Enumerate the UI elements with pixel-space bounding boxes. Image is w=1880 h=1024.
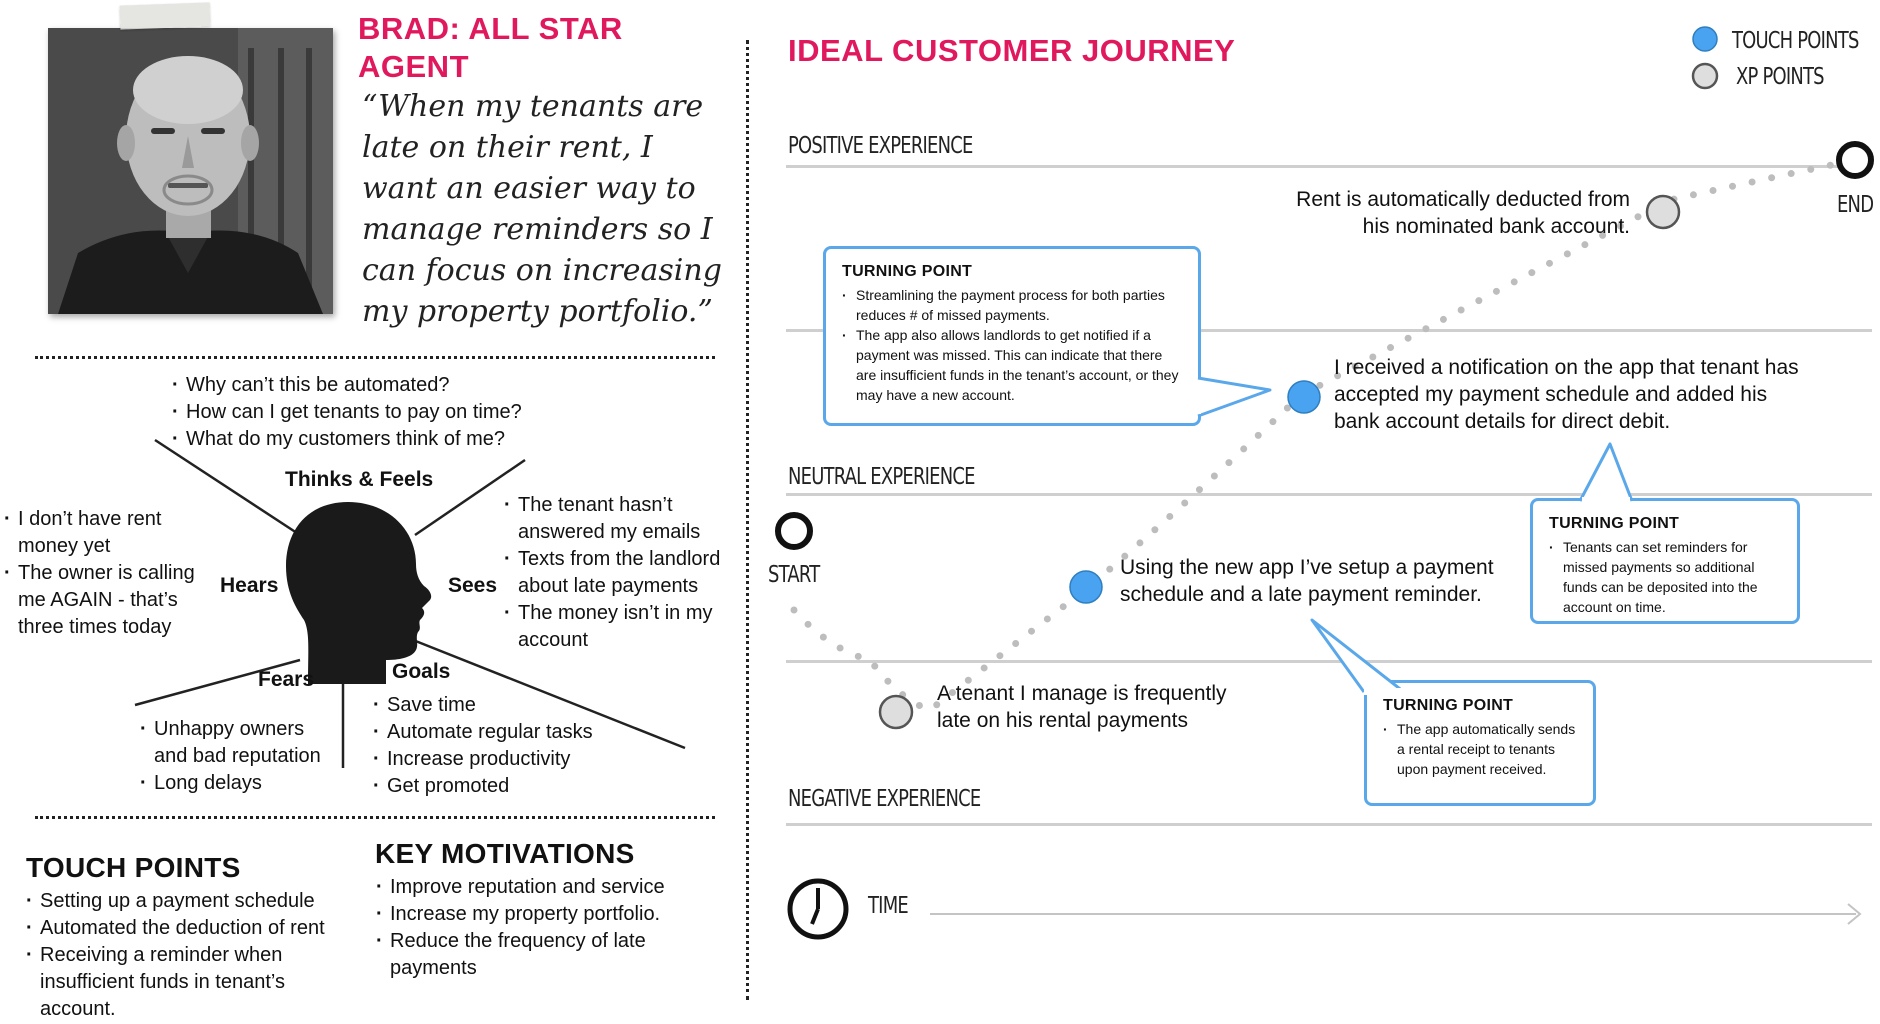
tape-decoration bbox=[119, 2, 211, 30]
sees-label: Sees bbox=[448, 574, 498, 597]
key-motivations-title: KEY MOTIVATIONS bbox=[375, 838, 635, 869]
journey-step-1: A tenant I manage is frequently late on … bbox=[937, 682, 1227, 732]
xp-point-icon bbox=[1645, 194, 1681, 230]
persona-portrait-image bbox=[48, 28, 333, 314]
list-item: The app automatically sends a rental rec… bbox=[1383, 719, 1577, 779]
vertical-divider bbox=[746, 40, 749, 1000]
thinks-feels-list: Why can’t this be automated? How can I g… bbox=[172, 372, 572, 453]
end-marker-icon bbox=[1836, 141, 1874, 179]
thinks-feels-label: Thinks & Feels bbox=[285, 468, 434, 491]
time-label: TIME bbox=[868, 893, 909, 919]
callout-pointer-1 bbox=[1194, 376, 1272, 418]
journey-path bbox=[775, 141, 1874, 730]
list-item: The money isn’t in my account bbox=[504, 600, 744, 654]
journey-step-4: Rent is automatically deducted from his … bbox=[1296, 188, 1630, 238]
neutral-experience-label: NEUTRAL EXPERIENCE bbox=[788, 464, 975, 490]
journey-step-3: I received a notification on the app tha… bbox=[1334, 356, 1799, 433]
legend-markers bbox=[1691, 26, 1719, 90]
list-item: Improve reputation and service bbox=[376, 874, 706, 901]
clock-icon bbox=[787, 878, 849, 940]
list-item: Why can’t this be automated? bbox=[172, 372, 572, 399]
gridline bbox=[786, 329, 1872, 332]
list-item: Automate regular tasks bbox=[373, 719, 623, 746]
list-item: What do my customers think of me? bbox=[172, 426, 572, 453]
divider bbox=[35, 816, 715, 819]
touch-points-title: TOUCH POINTS bbox=[26, 852, 241, 883]
touch-points-list: Setting up a payment schedule Automated … bbox=[26, 888, 366, 1023]
fears-label: Fears bbox=[258, 668, 315, 691]
neutral-gridline bbox=[786, 493, 1872, 496]
legend-xp-label: XP POINTS bbox=[1736, 64, 1825, 90]
touch-point-icon bbox=[1069, 570, 1103, 604]
list-item: The owner is calling me AGAIN - that’s t… bbox=[4, 560, 209, 641]
list-item: Streamlining the payment process for bot… bbox=[842, 285, 1182, 325]
list-item: The tenant hasn’t answered my emails bbox=[504, 492, 744, 546]
sees-list: The tenant hasn’t answered my emails Tex… bbox=[504, 492, 744, 654]
list-item: Texts from the landlord about late payme… bbox=[504, 546, 744, 600]
list-item: Receiving a reminder when insufficient f… bbox=[26, 942, 366, 1023]
divider bbox=[35, 356, 715, 359]
journey-step-2: Using the new app I’ve setup a payment s… bbox=[1120, 556, 1494, 606]
journey-title: IDEAL CUSTOMER JOURNEY bbox=[788, 33, 1236, 68]
negative-gridline bbox=[786, 823, 1872, 826]
persona-quote: “When my tenants are late on their rent,… bbox=[362, 89, 722, 329]
callout-pointer-2 bbox=[1578, 442, 1634, 504]
list-item: The app also allows landlords to get not… bbox=[842, 325, 1182, 405]
head-silhouette-icon bbox=[286, 502, 432, 684]
list-item: How can I get tenants to pay on time? bbox=[172, 399, 572, 426]
turning-point-box-2: TURNING POINT Tenants can set reminders … bbox=[1530, 498, 1800, 624]
list-item: Save time bbox=[373, 692, 623, 719]
list-item: Automated the deduction of rent bbox=[26, 915, 366, 942]
list-item: Increase my property portfolio. bbox=[376, 901, 706, 928]
persona-name: BRAD: ALL STAR AGENT bbox=[358, 11, 623, 84]
hears-label: Hears bbox=[220, 574, 279, 597]
start-marker-icon bbox=[775, 512, 813, 550]
list-item: Unhappy owners and bad reputation bbox=[140, 716, 340, 770]
positive-experience-label: POSITIVE EXPERIENCE bbox=[788, 133, 973, 159]
list-item: Tenants can set reminders for missed pay… bbox=[1549, 537, 1781, 617]
legend-touch-label: TOUCH POINTS bbox=[1732, 28, 1859, 54]
hears-list: I don’t have rent money yet The owner is… bbox=[4, 506, 209, 641]
touch-point-icon bbox=[1287, 380, 1321, 414]
goals-label: Goals bbox=[392, 660, 451, 683]
fears-list: Unhappy owners and bad reputation Long d… bbox=[140, 716, 340, 797]
end-label: END bbox=[1837, 192, 1874, 218]
turning-point-title: TURNING POINT bbox=[1383, 697, 1514, 714]
list-item: Setting up a payment schedule bbox=[26, 888, 366, 915]
xp-point-legend-icon bbox=[1691, 62, 1719, 90]
turning-point-box-1: TURNING POINT Streamlining the payment p… bbox=[823, 246, 1201, 426]
list-item: Long delays bbox=[140, 770, 340, 797]
gridline bbox=[786, 660, 1872, 663]
key-motivations-list: Improve reputation and service Increase … bbox=[376, 874, 706, 982]
touch-point-legend-icon bbox=[1692, 26, 1718, 52]
list-item: Increase productivity bbox=[373, 746, 623, 773]
turning-point-box-3: TURNING POINT The app automatically send… bbox=[1364, 680, 1596, 806]
negative-experience-label: NEGATIVE EXPERIENCE bbox=[788, 786, 981, 812]
list-item: Reduce the frequency of late payments bbox=[376, 928, 706, 982]
xp-point-icon bbox=[878, 694, 914, 730]
positive-gridline bbox=[786, 165, 1872, 168]
time-axis-arrow bbox=[930, 903, 1862, 925]
list-item: Get promoted bbox=[373, 773, 623, 800]
list-item: I don’t have rent money yet bbox=[4, 506, 209, 560]
turning-point-title: TURNING POINT bbox=[842, 263, 973, 280]
start-label: START bbox=[768, 562, 820, 588]
persona-photo bbox=[48, 28, 333, 314]
callout-pointer-3 bbox=[1310, 618, 1406, 695]
goals-list: Save time Automate regular tasks Increas… bbox=[373, 692, 623, 800]
turning-point-title: TURNING POINT bbox=[1549, 515, 1680, 532]
